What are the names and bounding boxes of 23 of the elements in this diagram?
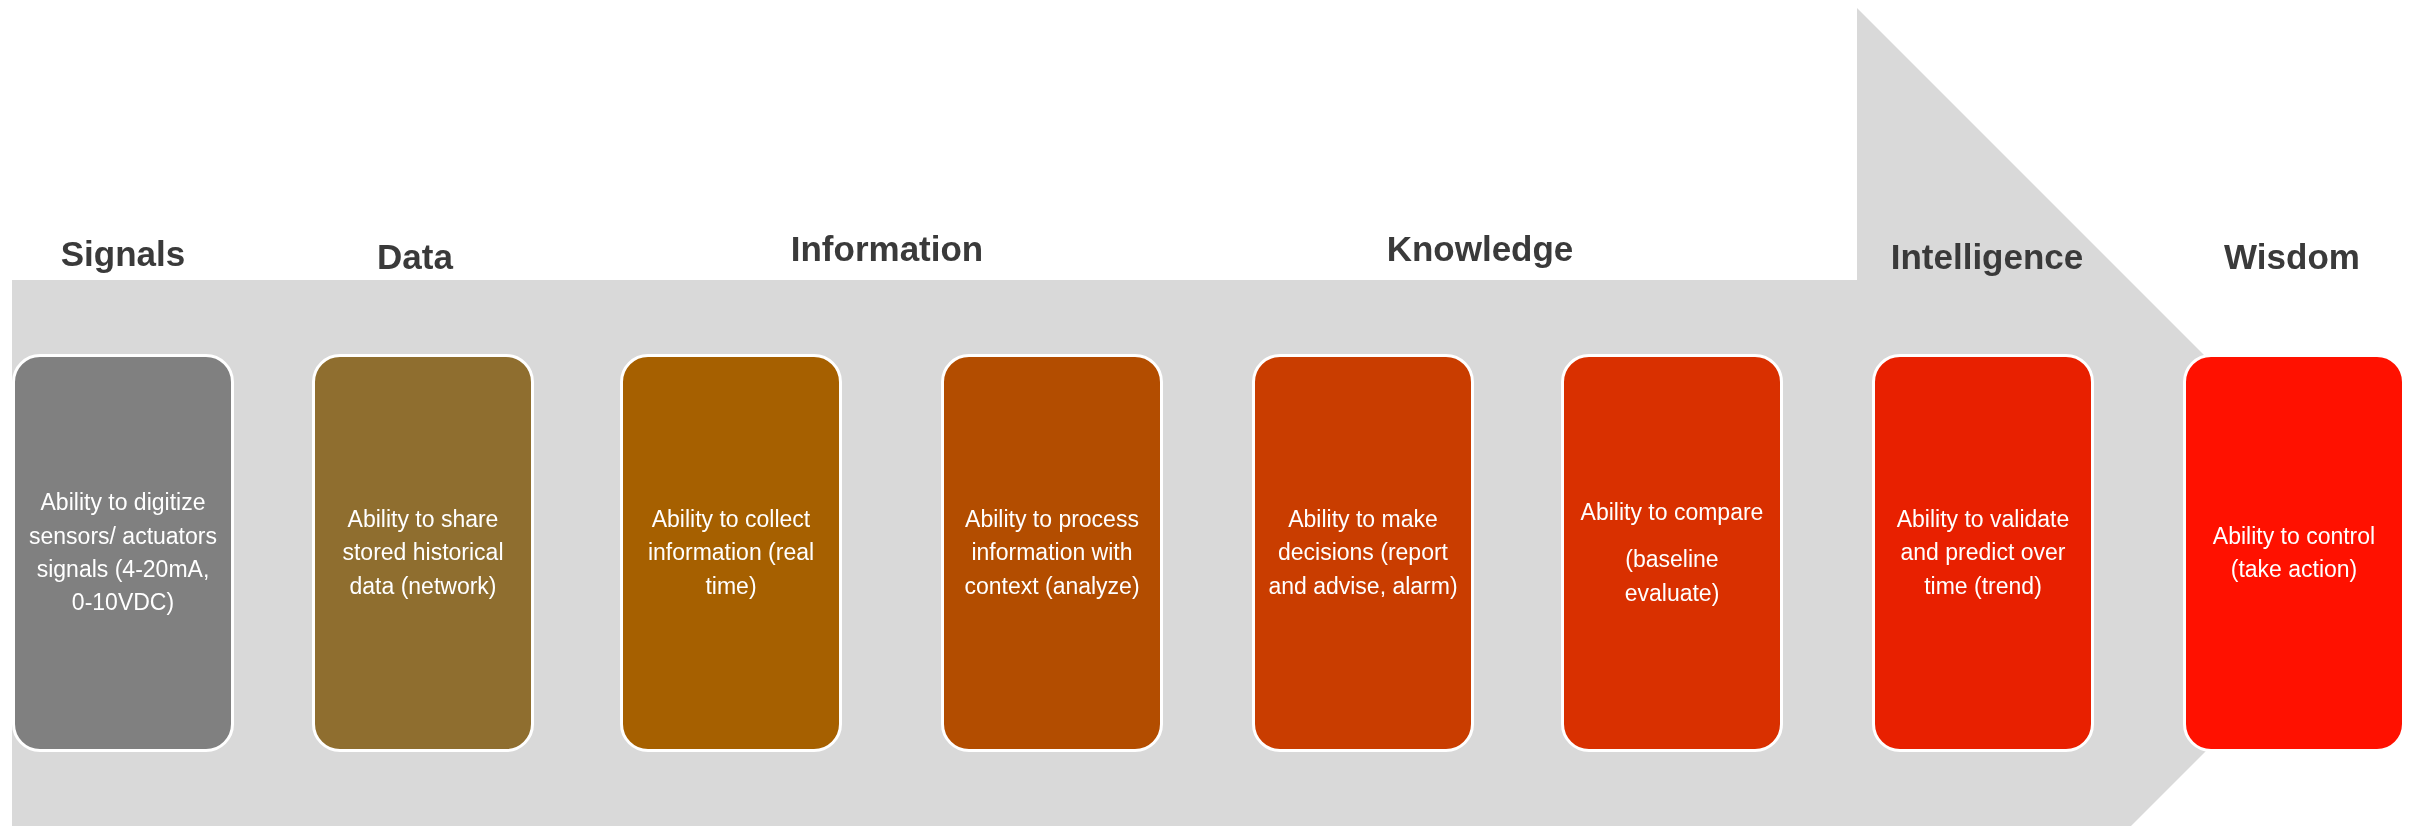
step-text: (baseline evaluate) xyxy=(1623,545,1721,608)
stage-heading: Intelligence xyxy=(1890,237,2084,277)
step-card xyxy=(1872,354,2094,752)
step-card xyxy=(1252,354,1474,752)
stage-heading: Wisdom xyxy=(2224,237,2360,277)
stage-heading: Knowledge xyxy=(1386,229,1574,269)
step-text: Ability to collect information (real time) xyxy=(646,505,816,601)
step-text: Ability to process information with context (analyze) xyxy=(963,505,1141,601)
step-text: Ability to compare xyxy=(1580,498,1764,527)
step-text: Ability to share stored historical data (network) xyxy=(341,505,505,601)
step-text: Ability to digitize sensors/ actuators signals (4-20mA, 0-10VDC) xyxy=(28,488,218,618)
stage-heading: Data xyxy=(377,237,453,277)
step-card xyxy=(312,354,534,752)
stage-heading: Information xyxy=(790,229,984,269)
step-text: Ability to make decisions (report and advise, alarm) xyxy=(1267,505,1459,601)
step-card xyxy=(12,354,234,752)
step-text: Ability to control (take action) xyxy=(2211,521,2377,584)
stage-heading: Signals xyxy=(60,234,186,274)
step-card xyxy=(2183,354,2405,752)
step-card xyxy=(941,354,1163,752)
step-card xyxy=(620,354,842,752)
step-card xyxy=(1561,354,1783,752)
step-text: Ability to validate and predict over time (trend) xyxy=(1895,505,2071,601)
